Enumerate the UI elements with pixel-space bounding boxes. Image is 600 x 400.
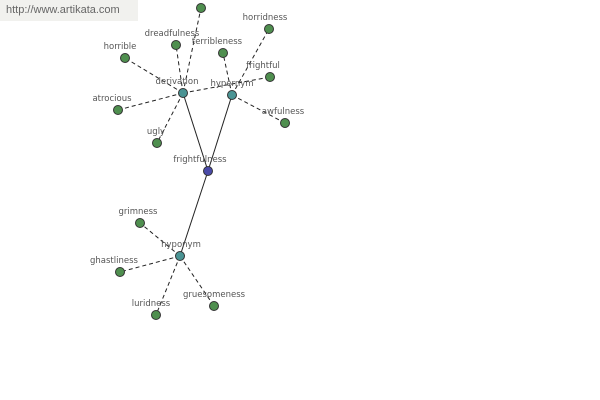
relation-hyponym-label[interactable]: hyponym bbox=[161, 240, 201, 250]
word-dreadfulness-node[interactable] bbox=[171, 40, 181, 50]
word-ugly-node[interactable] bbox=[152, 138, 162, 148]
word-luridness-node[interactable] bbox=[151, 310, 161, 320]
word-grimness-node[interactable] bbox=[135, 218, 145, 228]
edge-gruesomeness bbox=[179, 255, 215, 307]
edge-hypernym bbox=[207, 94, 233, 172]
word-horridness-node[interactable] bbox=[264, 24, 274, 34]
edge-hyponym bbox=[179, 170, 209, 257]
word-gruesomeness-label[interactable]: gruesomeness bbox=[183, 290, 246, 300]
word-horrible-node[interactable] bbox=[120, 53, 130, 63]
word-grimness-label[interactable]: grimness bbox=[118, 207, 158, 217]
center-frightfulness-node[interactable] bbox=[203, 166, 213, 176]
word-luridness-label[interactable]: luridness bbox=[132, 299, 171, 309]
word-terribleness-label[interactable]: terribleness bbox=[192, 37, 243, 47]
relation-derivation-node[interactable] bbox=[178, 88, 188, 98]
site-url[interactable]: http://www.artikata.com bbox=[0, 0, 138, 21]
word-horrible-label[interactable]: horrible bbox=[104, 42, 137, 52]
edge-ghastliness bbox=[119, 255, 181, 273]
edge-frightful bbox=[182, 76, 271, 94]
edge-horridness bbox=[231, 28, 270, 96]
word-awfulness-label[interactable]: awfulness bbox=[262, 107, 305, 117]
graph-edges bbox=[117, 7, 286, 316]
center-frightfulness-label[interactable]: frightfulness bbox=[173, 155, 227, 165]
graph-nodes: dreadfulness horrible atrocious ugly frightf… bbox=[90, 3, 305, 320]
word-gruesomeness-node[interactable] bbox=[209, 301, 219, 311]
word-awfulness-node[interactable] bbox=[280, 118, 290, 128]
edge-dreadfulness bbox=[175, 44, 184, 94]
word-atrocious-node[interactable] bbox=[113, 105, 123, 115]
edge-ugly bbox=[156, 92, 184, 144]
word-frightful-label[interactable]: frightful bbox=[246, 61, 280, 71]
relation-hypernym-node[interactable] bbox=[227, 90, 237, 100]
word-dreadfulness-label[interactable]: dreadfulness bbox=[145, 29, 200, 39]
word-frightful-node[interactable] bbox=[265, 72, 275, 82]
word-ghastliness-label[interactable]: ghastliness bbox=[90, 256, 139, 266]
relation-hypernym-label[interactable]: hypernym bbox=[210, 79, 253, 89]
word-ghastliness-node[interactable] bbox=[115, 267, 125, 277]
word-leaf-top-node[interactable] bbox=[196, 3, 206, 13]
relation-hyponym-node[interactable] bbox=[175, 251, 185, 261]
word-horridness-label[interactable]: horridness bbox=[243, 13, 288, 23]
edge-grimness bbox=[139, 222, 181, 257]
relation-derivation-label[interactable]: derivation bbox=[155, 77, 198, 87]
word-atrocious-label[interactable]: atrocious bbox=[92, 94, 132, 104]
edge-horrible bbox=[124, 57, 184, 94]
word-ugly-label[interactable]: ugly bbox=[147, 127, 165, 137]
edge-luridness bbox=[155, 255, 181, 316]
edge-leaf-top bbox=[182, 7, 202, 94]
edge-derivation bbox=[182, 92, 209, 172]
edge-terribleness bbox=[222, 52, 233, 96]
edge-awfulness bbox=[231, 94, 286, 124]
word-terribleness-node[interactable] bbox=[218, 48, 228, 58]
